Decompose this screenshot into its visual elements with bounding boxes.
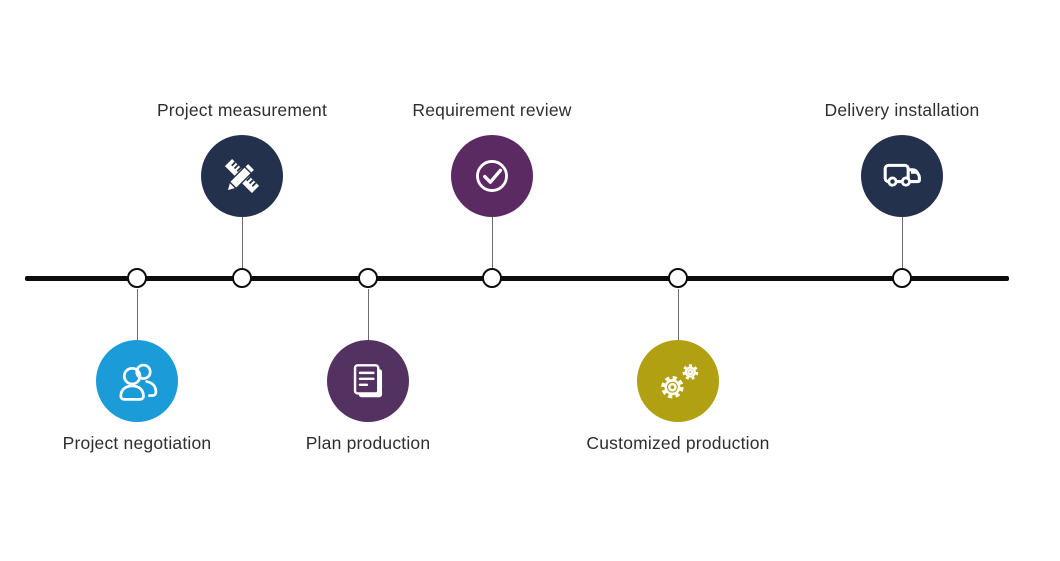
step-label-plan-production: Plan production [305,433,431,453]
step-label-requirement-review: Requirement review [412,100,572,120]
timeline-node [481,268,502,288]
ruler-pencil-icon [224,158,260,194]
truck-icon [883,163,921,187]
step-label-project-negotiation: Project negotiation [62,433,212,453]
connector-line [241,217,243,268]
timeline-node [231,268,252,288]
step-bubble-customized-production [637,340,719,422]
step-bubble-project-measurement [201,135,283,217]
step-bubble-requirement-review [451,135,533,217]
step-bubble-project-negotiation [96,340,178,422]
step-label-customized-production: Customized production [586,433,770,453]
gears-icon [661,364,699,399]
connector-line [901,217,903,268]
connector-line [367,289,369,341]
step-bubble-delivery-installation [861,135,943,217]
timeline-node [891,268,912,288]
check-circle-icon [476,160,508,192]
timeline-node [357,268,378,288]
timeline-axis [25,276,1009,281]
timeline-node [667,268,688,288]
document-icon [353,364,383,398]
people-icon [119,363,158,401]
connector-line [677,289,679,341]
timeline-node [126,268,147,288]
step-label-delivery-installation: Delivery installation [824,100,980,120]
step-bubble-plan-production [327,340,409,422]
connector-line [491,217,493,268]
step-label-project-measurement: Project measurement [156,100,328,120]
connector-line [136,289,138,341]
